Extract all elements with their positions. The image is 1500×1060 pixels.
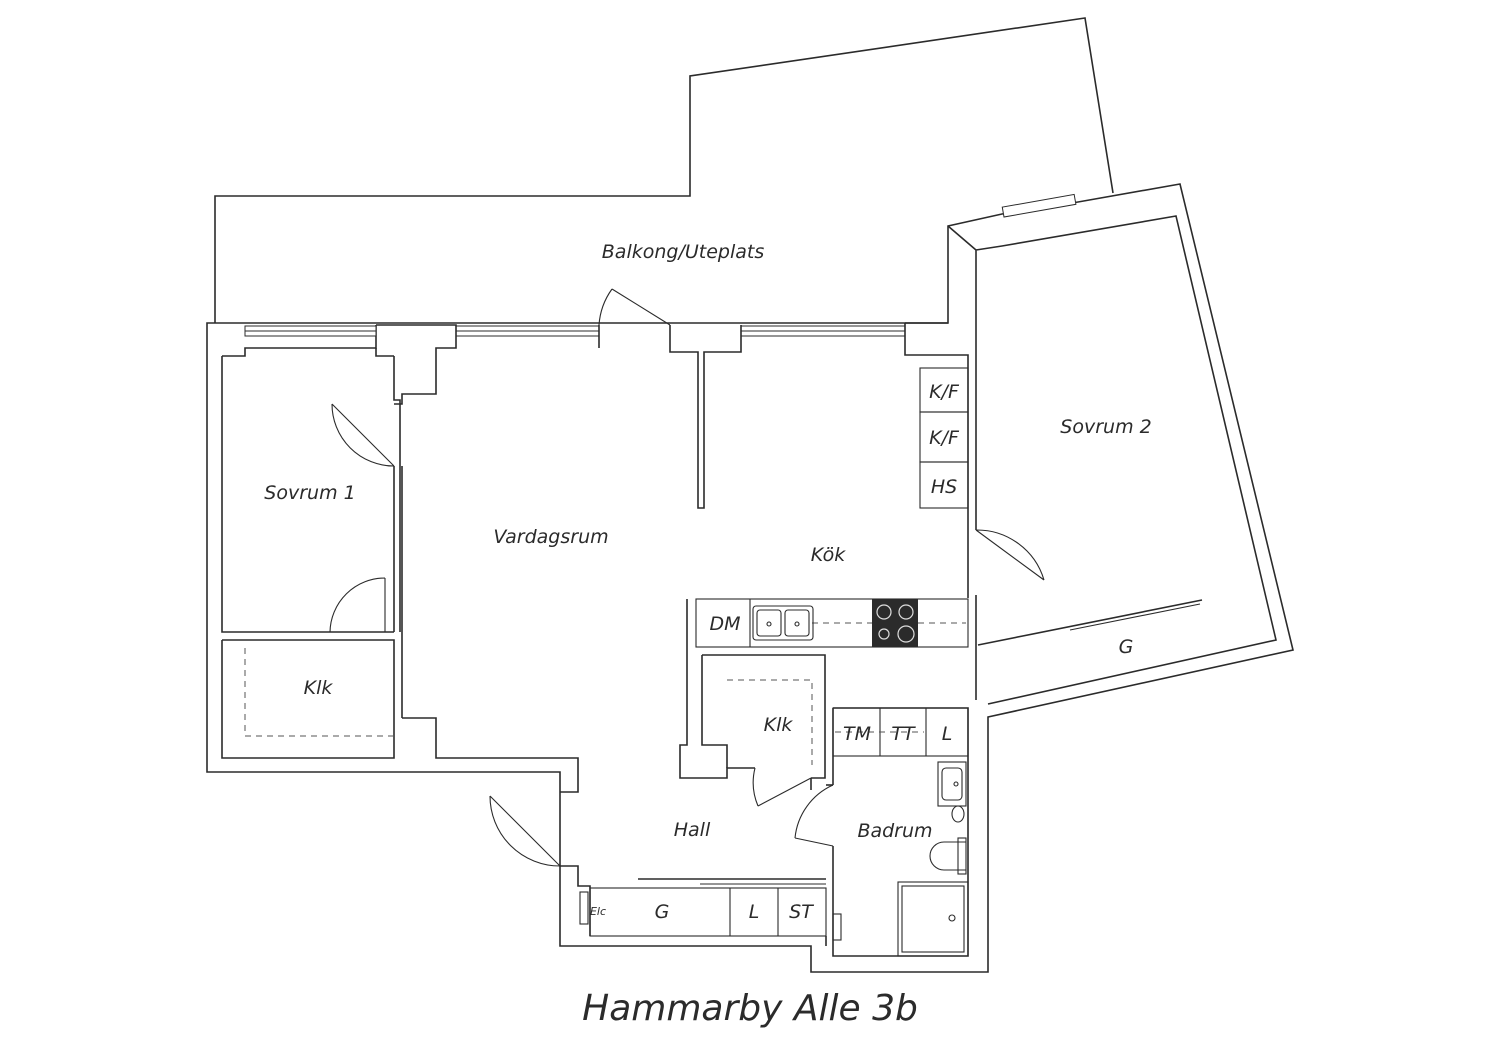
windows-top [244, 193, 1077, 337]
closet2-door [752, 767, 812, 807]
label-wardrobe-bedroom2: G [1119, 636, 1134, 658]
label-kitchen: Kök [811, 544, 846, 566]
closet2-walls [701, 654, 826, 779]
bedroom2-wardrobe-slide [1069, 603, 1201, 631]
kitchen-tall-units [904, 323, 969, 530]
bathroom-door [794, 784, 834, 847]
label-fridge2: K/F [929, 427, 960, 449]
living-kitchen-partition [669, 325, 742, 509]
label-closet1: Klk [304, 677, 334, 699]
bedroom1-walls [221, 356, 401, 759]
hall-wardrobe [579, 878, 827, 937]
balcony-door [598, 288, 671, 326]
toilet [929, 805, 967, 875]
bedroom1-door [331, 403, 395, 467]
label-tall-cabinet: HS [931, 476, 957, 498]
shower [897, 881, 969, 957]
label-balcony: Balkong/Uteplats [602, 241, 765, 263]
label-living: Vardagsrum [493, 526, 608, 548]
label-bedroom1: Sovrum 1 [264, 482, 355, 504]
balcony-outline [214, 17, 1114, 323]
label-dryer: TT [891, 723, 916, 745]
hall-radiator [832, 913, 842, 941]
label-bedroom2: Sovrum 2 [1060, 416, 1151, 438]
label-washer: TM [843, 723, 871, 745]
closet1-shelf [244, 648, 394, 737]
inner-outline [222, 325, 377, 357]
plan-title: Hammarby Alle 3b [582, 988, 918, 1029]
label-electrical: Elc [590, 905, 606, 918]
bedroom2-door [975, 529, 1045, 581]
label-wardrobe-hall: G [655, 901, 670, 923]
bedroom2-wardrobe-front [977, 599, 1203, 646]
label-bathroom: Badrum [857, 820, 932, 842]
outer-wall [206, 183, 1294, 973]
bedroom1-column [375, 324, 457, 405]
entrance-door [489, 795, 561, 867]
kitchen-sink [752, 605, 814, 641]
label-hall-cabinet-st: ST [789, 901, 814, 923]
laundry-units [832, 707, 969, 757]
label-hall-cabinet-l: L [749, 901, 760, 923]
kitchen-counter [695, 598, 969, 648]
kitchen-stove [872, 599, 918, 647]
label-dishwasher: DM [709, 613, 740, 635]
closet1-door [329, 577, 386, 633]
label-closet2: Klk [764, 714, 794, 736]
living-south-wall [402, 717, 579, 793]
bath-sink [937, 761, 967, 807]
label-fridge1: K/F [929, 381, 960, 403]
label-hall: Hall [674, 819, 711, 841]
hall-entrance-wall [560, 865, 591, 936]
label-bath-cabinet-l: L [942, 723, 953, 745]
bedroom2-west-wall [947, 215, 1277, 705]
